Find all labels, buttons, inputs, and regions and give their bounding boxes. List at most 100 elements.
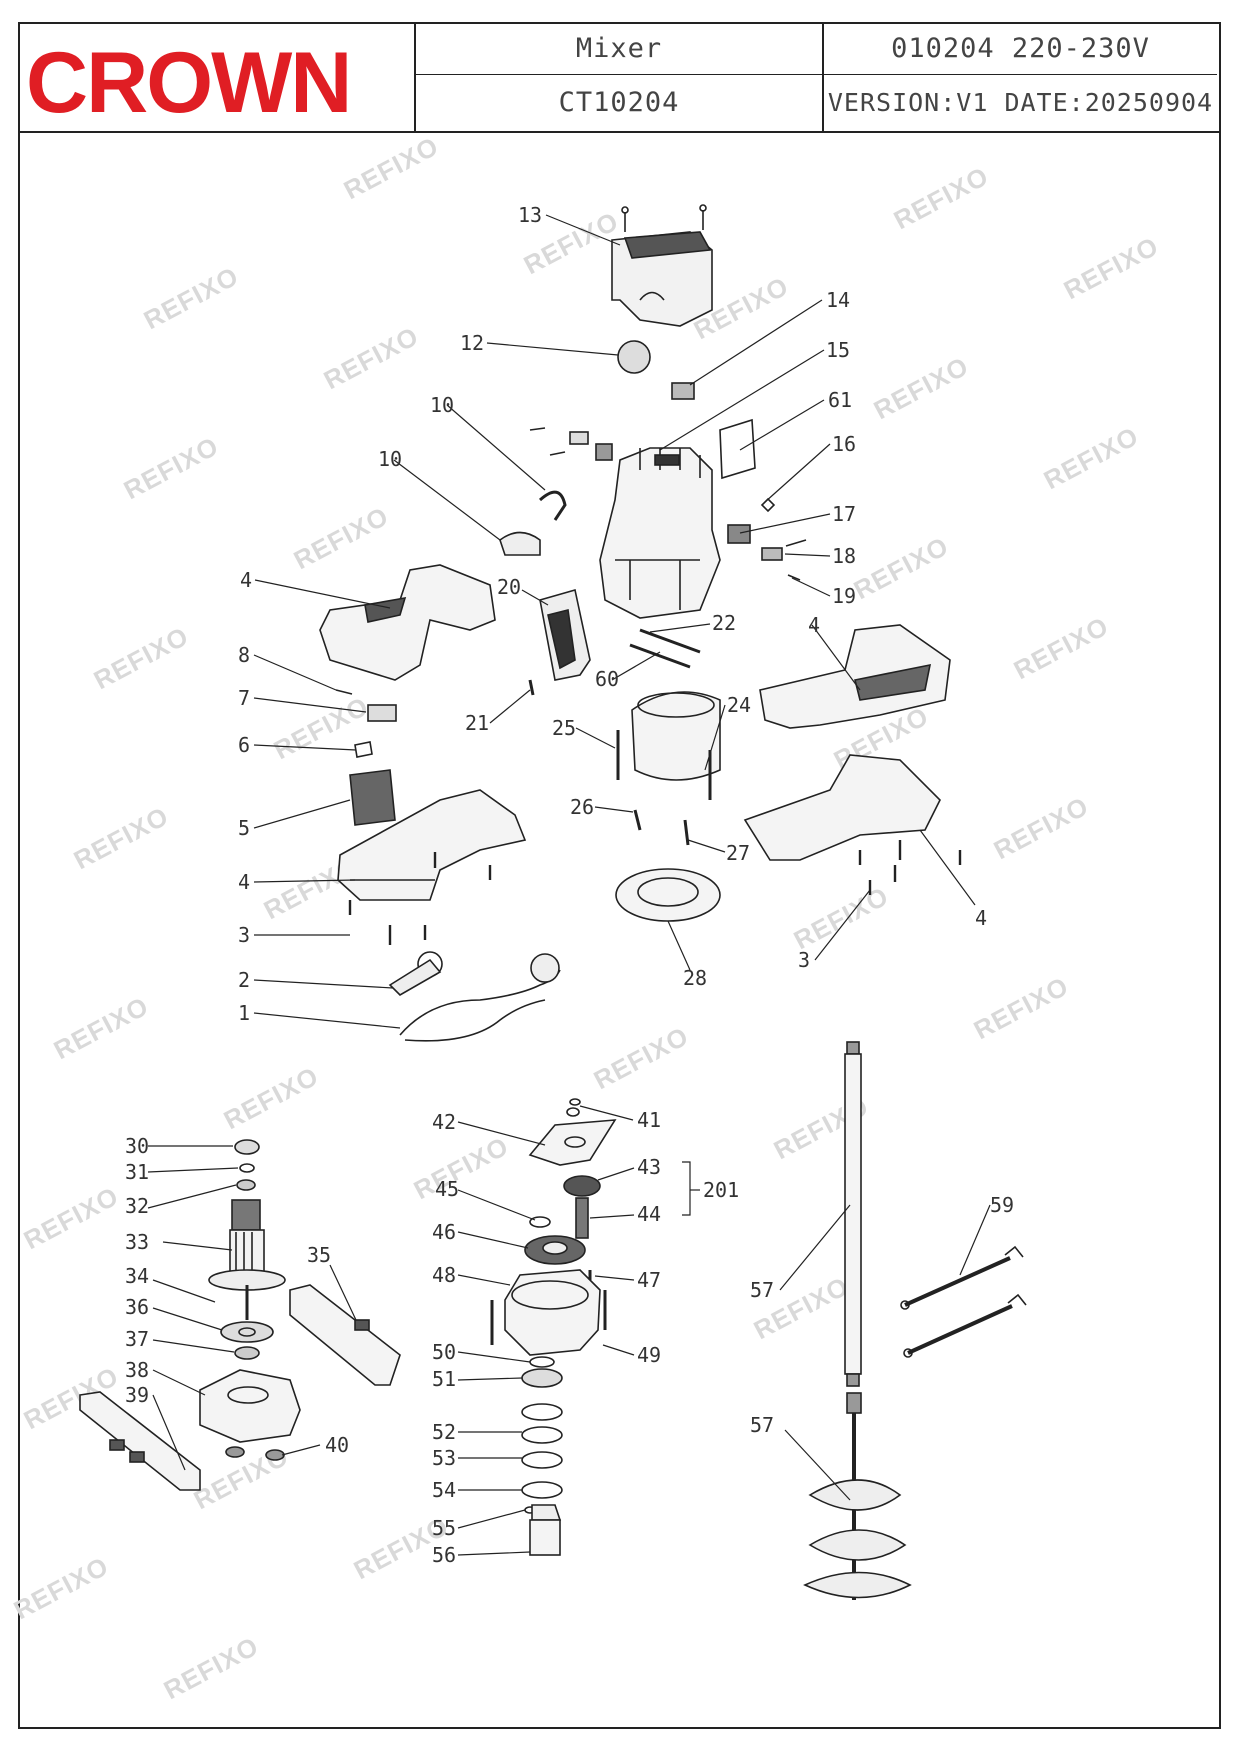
callout-15: 15 — [826, 338, 850, 362]
callout-42: 42 — [432, 1110, 456, 1134]
callout-6: 6 — [238, 733, 250, 757]
watermark: REFIXO — [289, 501, 394, 576]
part-washer-45 — [529, 1216, 551, 1228]
drawing-frame — [18, 22, 1221, 1729]
callout-10: 10 — [378, 447, 402, 471]
callout-45: 45 — [435, 1177, 459, 1201]
part-screw-27 — [683, 819, 690, 846]
watermark: REFIXO — [119, 431, 224, 506]
watermark: REFIXO — [1059, 231, 1164, 306]
watermark: REFIXO — [869, 351, 974, 426]
part-screws-41 — [566, 1098, 581, 1117]
callout-32: 32 — [125, 1194, 149, 1218]
callout-49: 49 — [637, 1343, 661, 1367]
watermark: REFIXO — [49, 991, 154, 1066]
part-label-plate — [719, 418, 756, 480]
callout-4: 4 — [975, 906, 987, 930]
callout-35: 35 — [307, 1243, 331, 1267]
callout-57: 57 — [750, 1278, 774, 1302]
callout-5: 5 — [238, 816, 250, 840]
callout-4: 4 — [240, 568, 252, 592]
watermark: REFIXO — [9, 1551, 114, 1626]
part-spindle-55-56 — [524, 1504, 562, 1556]
part-gearbox-housing-48 — [490, 1269, 607, 1356]
leader-lines — [147, 214, 991, 1556]
watermark: REFIXO — [319, 321, 424, 396]
part-switch-panel — [539, 588, 591, 681]
product-name: Mixer — [416, 22, 824, 75]
callout-28: 28 — [683, 966, 707, 990]
watermark: REFIXO — [159, 1631, 264, 1706]
callout-27: 27 — [726, 841, 750, 865]
callout-53: 53 — [432, 1446, 456, 1470]
part-bearing-stack-50-54 — [521, 1356, 563, 1499]
watermark: REFIXO — [989, 791, 1094, 866]
callout-25: 25 — [552, 716, 576, 740]
part-spring — [760, 497, 776, 513]
part-terminal-block — [671, 382, 695, 400]
watermark: REFIXO — [969, 971, 1074, 1046]
callout-22: 22 — [712, 611, 736, 635]
callout-2: 2 — [238, 968, 250, 992]
callout-7: 7 — [238, 686, 250, 710]
callout-20: 20 — [497, 575, 521, 599]
part-rod-60 — [629, 643, 691, 669]
version-date: VERSION:V1 DATE:20250904 — [827, 88, 1214, 117]
watermark: REFIXO — [339, 131, 444, 206]
part-spanner-59 — [900, 1245, 1027, 1358]
part-wire — [785, 539, 807, 547]
callout-3: 3 — [238, 923, 250, 947]
callout-21: 21 — [465, 711, 489, 735]
callout-33: 33 — [125, 1230, 149, 1254]
callout-19: 19 — [832, 584, 856, 608]
part-bearings-30-32 — [234, 1139, 260, 1191]
callout-44: 44 — [637, 1202, 661, 1226]
callout-30: 30 — [125, 1134, 149, 1158]
callout-54: 54 — [432, 1478, 456, 1502]
callout-31: 31 — [125, 1160, 149, 1184]
part-capacitor — [761, 547, 783, 561]
watermark: REFIXO — [849, 531, 954, 606]
callout-52: 52 — [432, 1420, 456, 1444]
watermark: REFIXO — [789, 881, 894, 956]
brand-cell: CROWN — [18, 22, 416, 131]
callout-46: 46 — [432, 1220, 456, 1244]
brand-logo: CROWN — [26, 35, 352, 131]
watermark: REFIXO — [89, 621, 194, 696]
part-motor-housing — [599, 447, 721, 619]
watermark: REFIXO — [889, 161, 994, 236]
part-gear-cover-42 — [528, 1119, 617, 1166]
part-switch — [727, 524, 751, 544]
part-screw-19 — [787, 574, 801, 581]
part-handle-shell-lower-right — [743, 754, 941, 861]
part-side-handle-35 — [289, 1284, 401, 1386]
callout-12: 12 — [460, 331, 484, 355]
part-mixing-paddle-57 — [803, 1392, 912, 1600]
callout-26: 26 — [570, 795, 594, 819]
model-number: CT10204 — [416, 75, 824, 131]
callout-40: 40 — [325, 1433, 349, 1457]
part-stator — [631, 691, 721, 781]
callout-60: 60 — [595, 667, 619, 691]
callout-1: 1 — [238, 1001, 250, 1025]
callout-39: 39 — [125, 1383, 149, 1407]
callout-10: 10 — [430, 393, 454, 417]
callout-4: 4 — [238, 870, 250, 894]
part-gear-housing-38 — [199, 1369, 301, 1443]
part-top-cover — [611, 204, 713, 327]
part-bearing-37 — [234, 1346, 260, 1360]
title-block: CROWN Mixer CT10204 010204 220-230V VERS… — [18, 22, 1221, 133]
watermark: REFIXO — [1009, 611, 1114, 686]
callout-36: 36 — [125, 1295, 149, 1319]
part-screw-26 — [633, 809, 642, 831]
part-rod-22 — [639, 628, 701, 654]
part-screws-3 — [348, 840, 962, 945]
callout-56: 56 — [432, 1543, 456, 1567]
callout-14: 14 — [826, 288, 850, 312]
callout-55: 55 — [432, 1516, 456, 1540]
callout-labels: 13 14 12 15 61 10 16 10 17 18 19 4 20 4 … — [125, 203, 1014, 1567]
callout-201: 201 — [703, 1178, 739, 1202]
part-power-cord — [399, 953, 561, 1042]
callout-17: 17 — [832, 502, 856, 526]
callout-38: 38 — [125, 1358, 149, 1382]
